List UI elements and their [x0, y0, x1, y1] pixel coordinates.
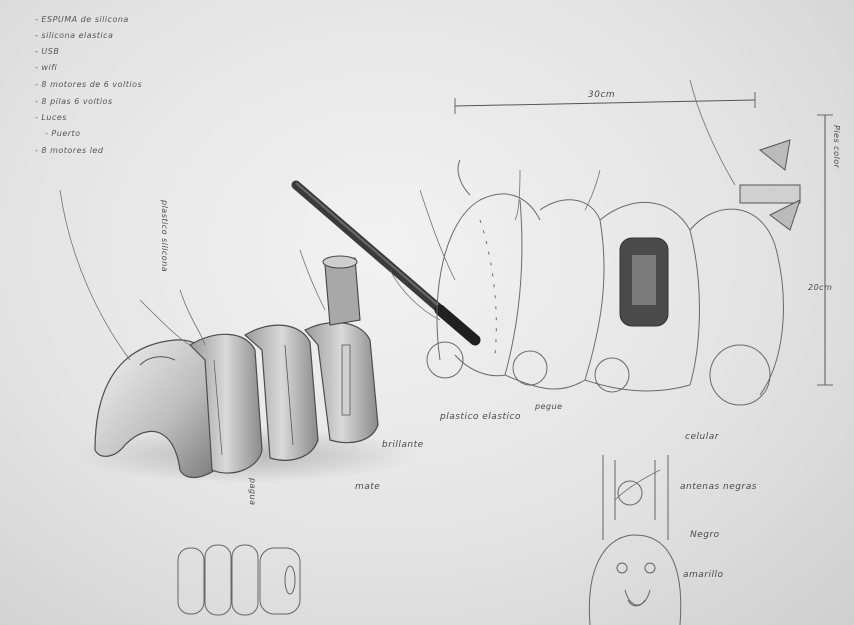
note-item: - ESPUMA de silicona [35, 15, 129, 24]
label-pegue: pegue [535, 402, 563, 411]
label-celular: celular [685, 432, 719, 442]
label-plastico-silicona: plastico silicona [160, 200, 169, 272]
outline-caterpillar [427, 92, 833, 405]
label-antenas-negras: antenas negras [680, 482, 757, 492]
label-brillante: brillante [382, 440, 424, 450]
label-pies-color: Pies color [832, 125, 841, 168]
label-amarillo: amarillo [683, 570, 724, 580]
note-item: - silicona elastica [35, 31, 113, 40]
dimension-right-label: 20cm [808, 283, 832, 292]
phone-head [589, 455, 680, 625]
note-item: - wifi [35, 63, 57, 72]
label-pagua: pagua [248, 478, 257, 506]
note-item: - 8 motores de 6 voltios [35, 80, 142, 89]
note-item: - 8 motores led [35, 146, 103, 155]
label-negro: Negro [690, 530, 720, 540]
note-item: - 8 pilas 6 voltios [35, 97, 113, 106]
label-mate: mate [355, 482, 380, 492]
shaded-caterpillar [75, 256, 415, 483]
dimension-top-label: 30cm [588, 90, 615, 100]
label-plastico-elastico: plastico elastico [440, 412, 521, 422]
note-item: - USB [35, 47, 59, 56]
small-caterpillar [178, 545, 300, 615]
note-item: - Luces [35, 113, 67, 122]
note-item: - Puerto [45, 129, 81, 138]
